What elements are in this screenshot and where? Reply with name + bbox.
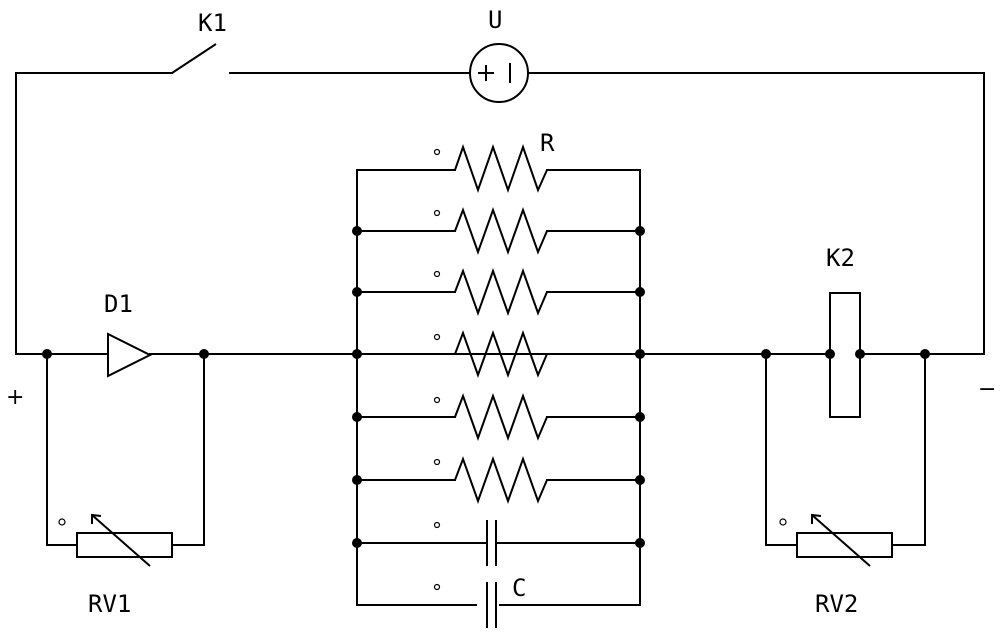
label-rv2: RV2 (815, 590, 858, 618)
label-u: U (488, 6, 502, 34)
resistor-r2 (356, 207, 641, 255)
switch-k1 (171, 43, 217, 74)
diode-d1 (107, 332, 153, 378)
label-c: C (512, 574, 526, 602)
capacitor-c1 (356, 520, 641, 566)
label-r: R (540, 129, 555, 157)
resistor-r4 (433, 330, 548, 378)
label-k1: K1 (198, 9, 227, 37)
voltage-source-u (469, 43, 529, 103)
minus-terminal-label: − (978, 377, 996, 402)
capacitor-c2 (433, 582, 497, 628)
junction-dots (42, 226, 930, 548)
relay-k2 (829, 292, 861, 418)
rv2-branch (765, 353, 926, 567)
resistor-r1 (433, 143, 548, 194)
resistor-r6 (356, 456, 641, 504)
top-wire (15, 72, 985, 355)
resistor-r3 (356, 268, 641, 316)
resistor-r5 (356, 393, 641, 441)
bank-rails (356, 169, 641, 606)
label-d1: D1 (104, 290, 133, 318)
plus-terminal-label: + (6, 385, 24, 410)
rv1-branch (46, 353, 205, 567)
label-rv1: RV1 (88, 590, 131, 618)
label-k2: K2 (826, 244, 855, 272)
